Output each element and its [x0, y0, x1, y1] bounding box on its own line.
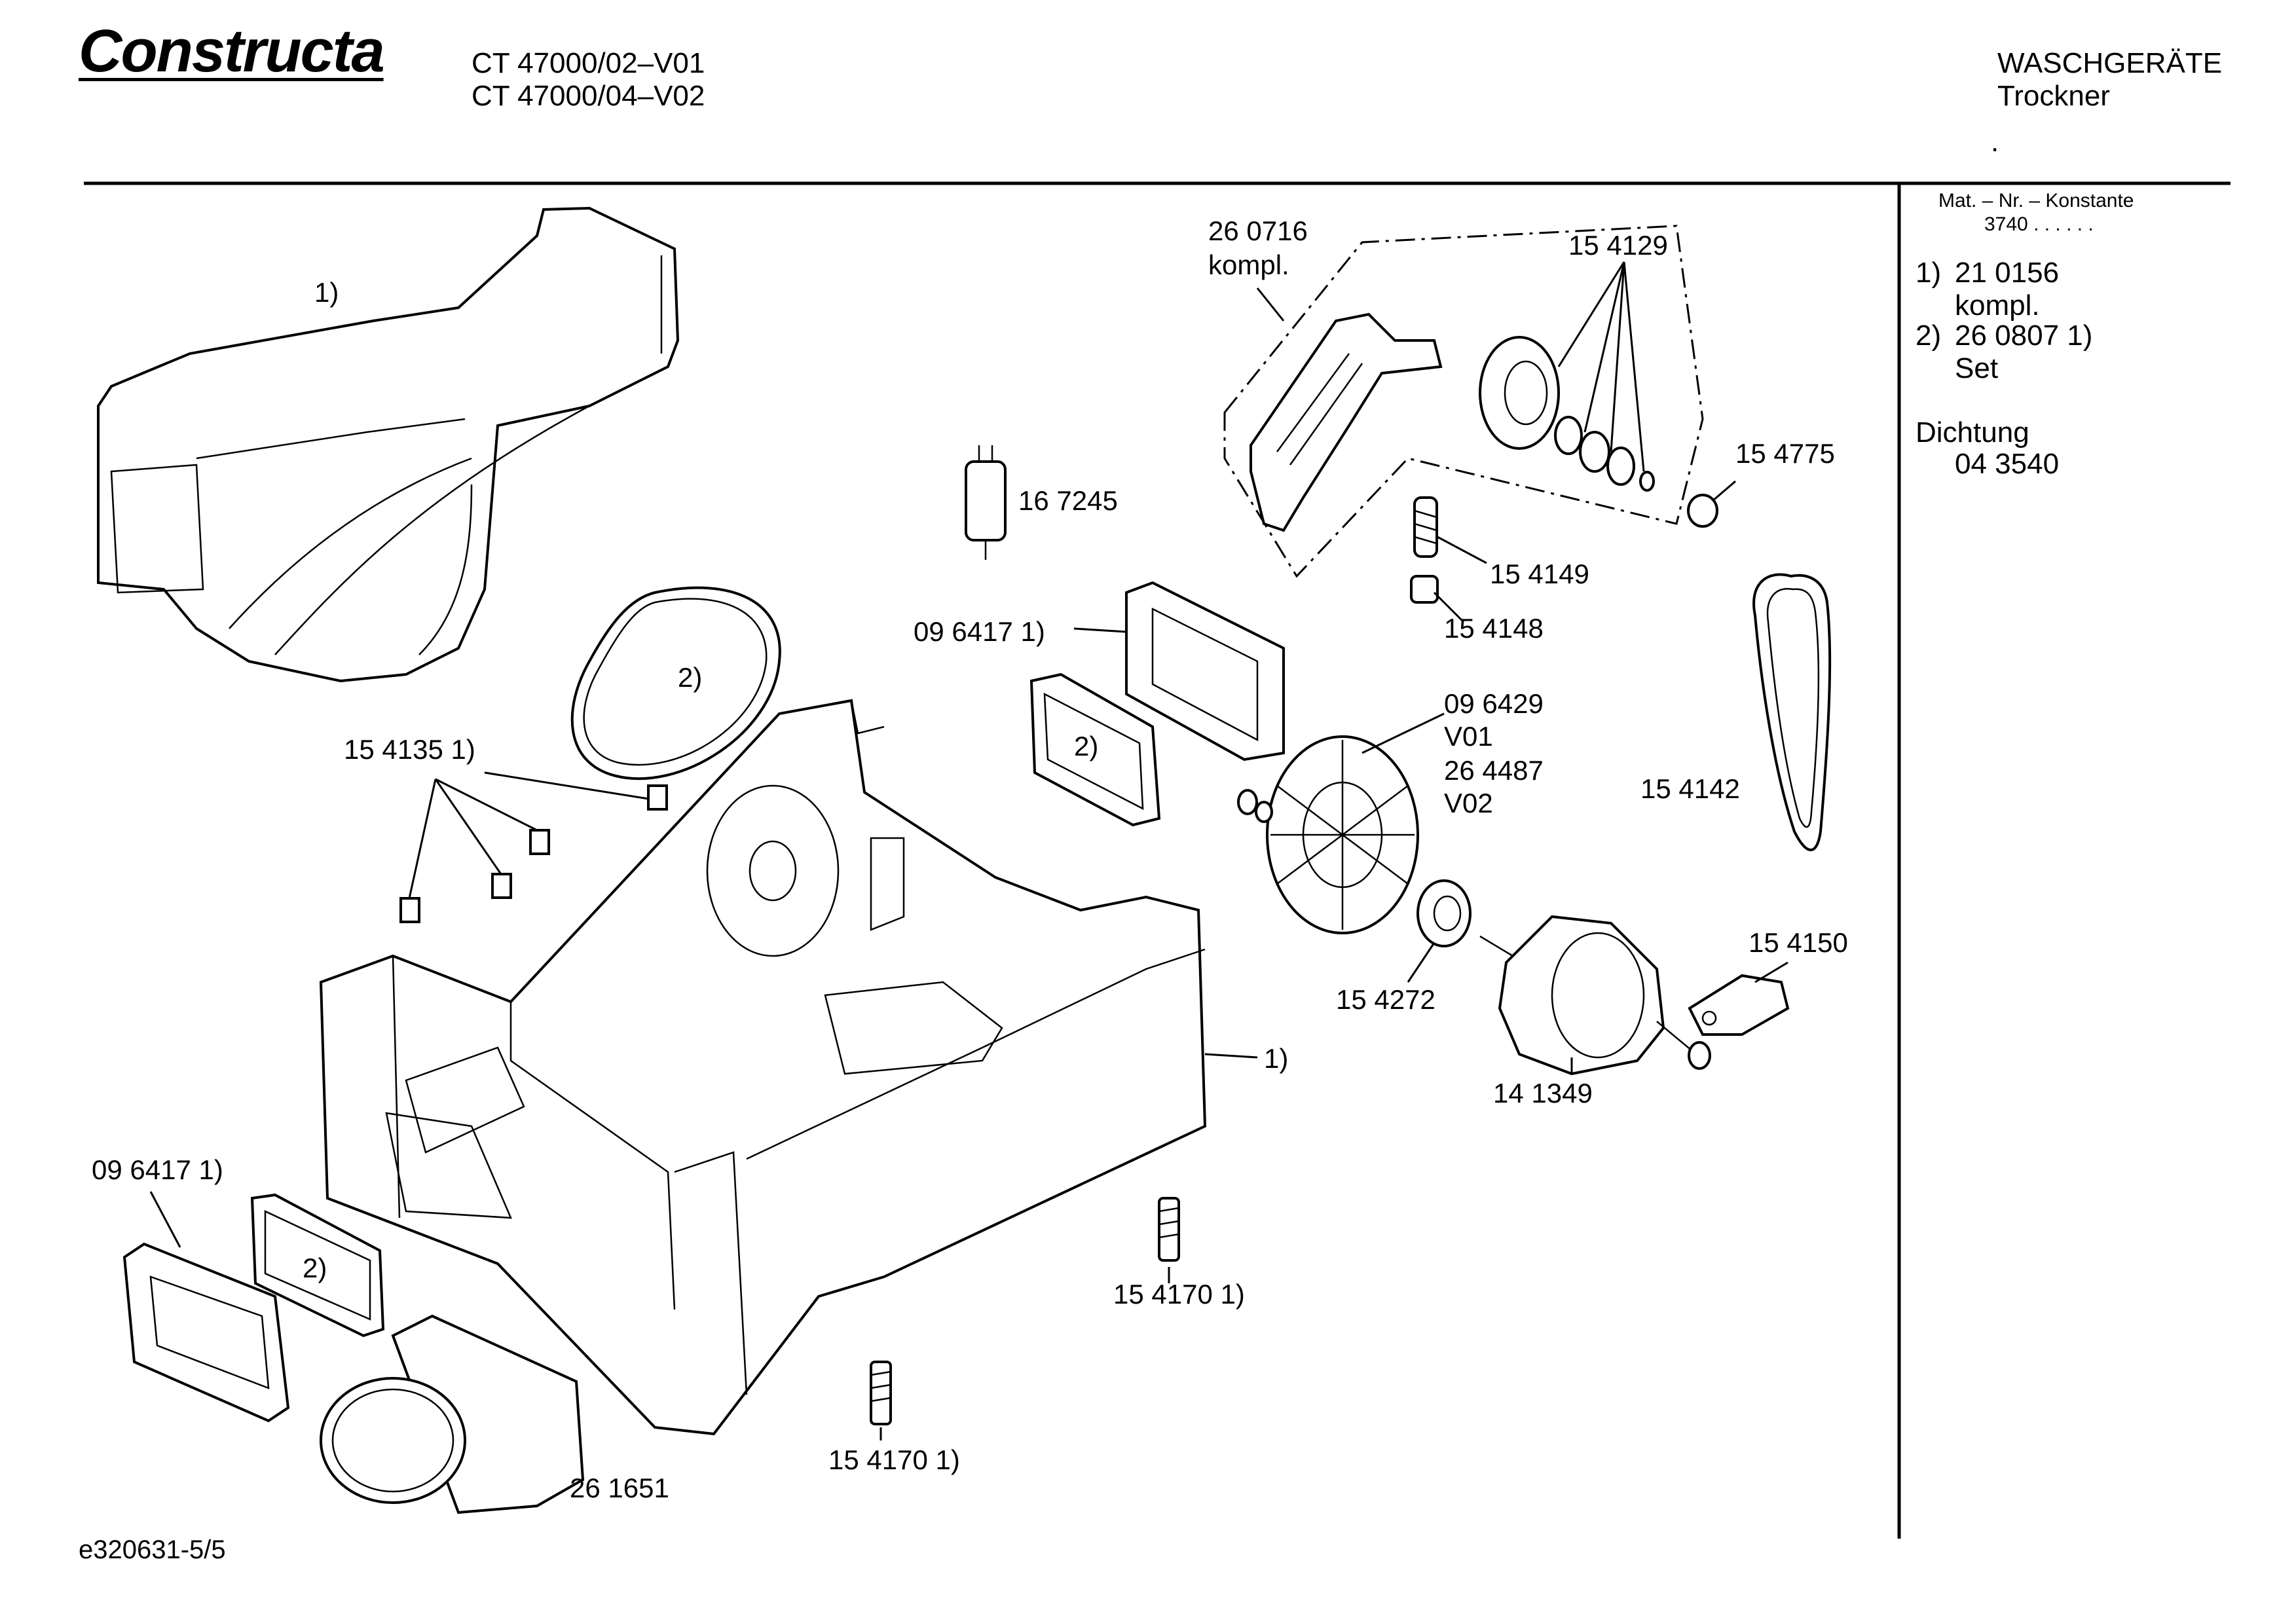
leveling-screw-bottom	[870, 1361, 892, 1425]
motor	[1479, 915, 1711, 1076]
label-motor: 14 1349	[1493, 1078, 1593, 1108]
label-screw-right: 15 4170 1)	[1113, 1279, 1245, 1310]
label-clips: 15 4135 1)	[344, 734, 475, 765]
label-fan-wheel-1: 09 6429	[1444, 688, 1544, 719]
header-dot: .	[1991, 126, 1999, 158]
subcategory-title: Trockner	[1997, 80, 2110, 112]
motor-bracket	[1688, 974, 1790, 1036]
label-spring-clip: 15 4148	[1444, 613, 1544, 644]
gasket-lower	[250, 1193, 385, 1338]
label-tensioner-kit-sub: kompl.	[1208, 249, 1289, 280]
label-motor-bracket: 15 4150	[1749, 927, 1848, 958]
kit-boundary	[1223, 225, 1704, 578]
seal-number: 04 3540	[1955, 448, 2060, 480]
gasket-upper	[1029, 672, 1161, 827]
note-2-number: 26 0807 1)	[1955, 320, 2093, 352]
gasket-oval	[570, 586, 781, 780]
base-frame	[319, 699, 1207, 1436]
flange-upper	[1125, 581, 1285, 761]
note-1-number: 21 0156	[1955, 257, 2060, 289]
flange-lower	[122, 1242, 290, 1423]
label-fan-wheel-1-variant: V01	[1444, 721, 1493, 752]
model-number-1: CT 47000/02–V01	[472, 47, 705, 79]
note-1-desc: kompl.	[1955, 289, 2040, 321]
seal-label: Dichtung	[1916, 416, 2029, 449]
label-tensioner-kit: 26 0716	[1208, 215, 1308, 246]
spring	[1413, 496, 1438, 558]
label-bearing: 15 4272	[1336, 984, 1435, 1015]
pulley-set	[1479, 336, 1655, 492]
drive-belt	[1752, 573, 1832, 852]
label-gasket-upper: 2)	[1074, 731, 1099, 761]
leader-lines	[149, 261, 1788, 1440]
label-pulley-set: 15 4129	[1568, 230, 1668, 261]
label-belt: 15 4142	[1640, 773, 1740, 804]
label-screw-bottom: 15 4170 1)	[828, 1444, 960, 1475]
label-base-frame: 1)	[1264, 1043, 1289, 1074]
pin	[1687, 494, 1718, 528]
constant-heading: Mat. – Nr. – Konstante	[1938, 190, 2134, 211]
model-number-2: CT 47000/04–V02	[472, 80, 705, 112]
note-1-num: 1)	[1916, 257, 1942, 289]
label-fan-wheel-2: 26 4487	[1444, 755, 1544, 786]
capacitor	[965, 445, 1007, 560]
note-2-desc: Set	[1955, 352, 1999, 384]
leveling-screw-right	[1158, 1197, 1180, 1262]
label-spring: 15 4149	[1490, 559, 1589, 589]
label-capacitor: 16 7245	[1018, 485, 1118, 516]
brand-logo: Constructa	[79, 18, 385, 84]
label-duct-top: 1)	[314, 277, 339, 308]
exhaust-adapter	[320, 1314, 585, 1514]
label-exhaust-adapter: 26 1651	[570, 1473, 669, 1503]
label-flange-lower: 09 6417 1)	[92, 1154, 223, 1185]
label-gasket-oval: 2)	[678, 662, 703, 693]
label-fan-wheel-2-variant: V02	[1444, 788, 1493, 818]
bearing	[1416, 879, 1472, 947]
label-gasket-lower: 2)	[303, 1253, 327, 1283]
document-id: e320631-5/5	[79, 1535, 226, 1564]
spring-clip	[1410, 575, 1439, 604]
constant-value: 3740 . . . . . .	[1984, 213, 2094, 235]
air-duct	[97, 206, 680, 683]
label-flange-upper: 09 6417 1)	[914, 616, 1045, 647]
note-2-num: 2)	[1916, 320, 1942, 352]
label-pin: 15 4775	[1735, 438, 1835, 469]
category-title: WASCHGERÄTE	[1997, 47, 2223, 79]
tensioner-arm	[1250, 312, 1443, 532]
fan-wheel	[1237, 735, 1419, 934]
clips	[399, 784, 668, 923]
